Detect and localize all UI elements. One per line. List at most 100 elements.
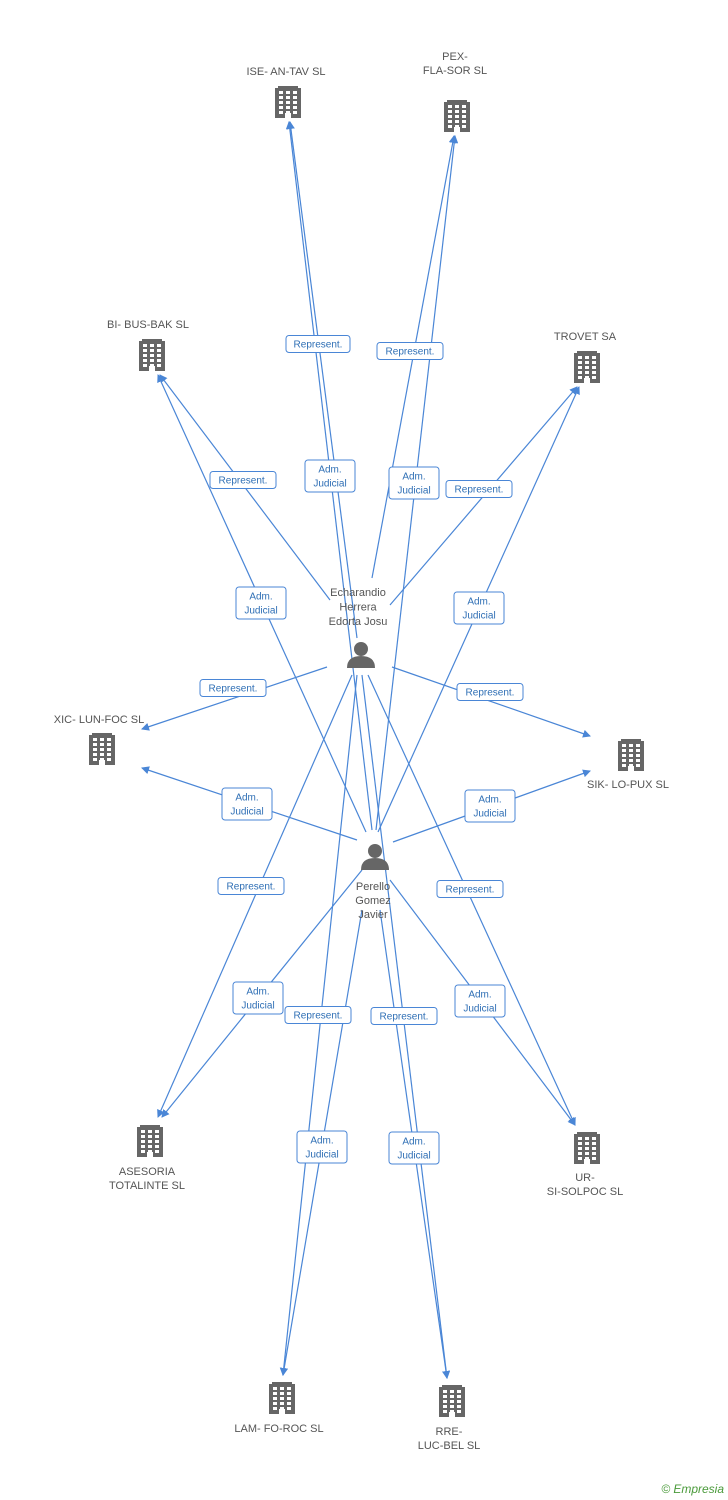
edge-label-text: Judicial [230, 807, 263, 818]
node-label: SI-SOLPOC SL [547, 1186, 623, 1198]
node-company-asesoria[interactable]: ASESORIA TOTALINTE SL [109, 1125, 185, 1192]
node-company-trovet[interactable]: TROVET SA [554, 331, 617, 383]
edge-label-person-perello-to-company-bi[interactable]: Adm. Judicial [235, 586, 287, 620]
edge-label-text: Judicial [244, 606, 277, 617]
edge-label-box [453, 591, 505, 625]
node-company-xic[interactable]: XIC- LUN-FOC SL [54, 714, 144, 765]
node-label: FLA-SOR SL [423, 65, 487, 77]
edge-label-text: Judicial [462, 611, 495, 622]
edge-label-text: Judicial [397, 1151, 430, 1162]
node-company-ise[interactable]: ISE- AN-TAV SL [246, 66, 326, 118]
edge-label-text: Represent. [209, 684, 258, 695]
edge-label-box [464, 789, 516, 823]
edge-label-person-perello-to-company-ur[interactable]: Adm.Judicial [454, 984, 506, 1018]
building-icon [89, 733, 115, 765]
building-icon [574, 351, 600, 383]
node-label: LUC-BEL SL [418, 1440, 481, 1452]
node-label: UR- [575, 1172, 595, 1184]
edge-label-person-perello-to-company-asesoria[interactable]: Adm.Judicial [232, 981, 284, 1015]
footer-brand[interactable]: ©Empresia [661, 1482, 724, 1496]
person-icon [361, 844, 389, 870]
edge-label-person-echarandio-to-company-ur[interactable]: Represent. [436, 880, 504, 898]
edge-label-box [445, 480, 513, 498]
edge-label-text: Adm. [310, 1136, 333, 1147]
node-company-sik[interactable]: SIK- LO-PUX SL [587, 739, 669, 791]
edge-label-box [436, 880, 504, 898]
edge-label-text: Adm. [468, 990, 491, 1001]
node-label: Edorta Josu [329, 616, 388, 628]
node-company-pex[interactable]: PEX-FLA-SOR SL [423, 51, 487, 132]
edge-label-text: Represent. [455, 485, 504, 496]
edge-label-person-echarandio-to-company-xic[interactable]: Represent. [199, 679, 267, 697]
node-label: Gomez [355, 895, 390, 907]
edge-label-person-echarandio-to-company-sik[interactable]: Represent. [456, 683, 524, 701]
edge-label-person-perello-to-company-lam[interactable]: Represent. [284, 1006, 352, 1024]
edge-person-echarandio-to-company-rre [361, 674, 451, 1379]
edge-label-box [232, 981, 284, 1015]
building-icon [275, 86, 301, 118]
edge-person-echarandio-to-company-xic [141, 666, 328, 731]
edge-label-person-echarandio-to-company-lam[interactable]: Adm. Judicial [296, 1130, 348, 1164]
edge-label-person-echarandio-to-company-asesoria[interactable]: Represent. [217, 877, 285, 895]
edge-label-person-perello-to-company-xic[interactable]: Adm. Judicial [221, 787, 273, 821]
edge-person-echarandio-to-company-lam [279, 674, 358, 1376]
building-icon [618, 739, 644, 771]
edge-label-box [221, 787, 273, 821]
edge-label-box [217, 877, 285, 895]
edge-label-text: Represent. [227, 882, 276, 893]
node-company-rre[interactable]: RRE- LUC-BEL SL [418, 1385, 481, 1452]
edge-person-echarandio-to-company-ise [286, 121, 358, 639]
node-label: SIK- LO-PUX SL [587, 779, 669, 791]
node-label: Perello [356, 881, 390, 893]
edge-label-text: Judicial [473, 809, 506, 820]
edge-label-text: Judicial [241, 1001, 274, 1012]
edge-person-echarandio-to-company-asesoria [157, 674, 353, 1118]
edge-label-box [285, 335, 351, 353]
node-label: RRE- [436, 1426, 463, 1438]
edge-label-person-perello-to-company-sik[interactable]: Adm. Judicial [464, 789, 516, 823]
edge-label-box [199, 679, 267, 697]
edge-labels-layer: Represent.Adm.JudicialRepresent.Adm.Judi… [199, 335, 524, 1165]
node-label: ASESORIA [119, 1166, 176, 1178]
edge-label-person-perello-to-company-ise[interactable]: Adm.Judicial [304, 459, 356, 493]
node-company-lam[interactable]: LAM- FO-ROC SL [234, 1382, 324, 1435]
edge-label-text: Represent. [446, 885, 495, 896]
edge-label-box [304, 459, 356, 493]
edge-label-person-perello-to-company-rre[interactable]: Represent. [370, 1007, 438, 1025]
edge-label-person-echarandio-to-company-pex[interactable]: Represent. [376, 342, 444, 360]
edge-label-text: Judicial [305, 1150, 338, 1161]
node-label: Echarandio [330, 587, 386, 599]
node-label: Javier [358, 909, 388, 921]
edge-person-echarandio-to-company-ur [367, 674, 576, 1126]
building-icon [439, 1385, 465, 1417]
edge-label-text: Adm. [249, 592, 272, 603]
person-icon [347, 642, 375, 668]
edge-label-text: Adm. [235, 793, 258, 804]
node-company-bi[interactable]: BI- BUS-BAK SL [107, 319, 189, 371]
edge-label-person-perello-to-company-pex[interactable]: Adm.Judicial [388, 466, 440, 500]
edge-label-text: Adm. [402, 1137, 425, 1148]
edge-label-text: Adm. [402, 472, 425, 483]
edge-label-text: Represent. [219, 476, 268, 487]
edge-label-box [209, 471, 277, 489]
edge-label-person-echarandio-to-company-bi[interactable]: Represent. [209, 471, 277, 489]
edge-label-box [456, 683, 524, 701]
node-label: TOTALINTE SL [109, 1180, 185, 1192]
edge-label-text: Adm. [478, 795, 501, 806]
edge-label-text: Represent. [380, 1012, 429, 1023]
edge-label-text: Adm. [467, 597, 490, 608]
edge-label-text: Represent. [294, 340, 343, 351]
edge-label-person-echarandio-to-company-rre[interactable]: Adm. Judicial [388, 1131, 440, 1165]
edge-label-text: Adm. [318, 465, 341, 476]
edge-label-person-echarandio-to-company-trovet[interactable]: Represent. [445, 480, 513, 498]
edge-label-person-perello-to-company-trovet[interactable]: Adm. Judicial [453, 591, 505, 625]
copyright-symbol: © [661, 1482, 671, 1496]
edge-label-box [376, 342, 444, 360]
edge-label-box [388, 1131, 440, 1165]
edge-label-person-echarandio-to-company-ise[interactable]: Represent. [285, 335, 351, 353]
building-icon [444, 100, 470, 132]
node-company-ur[interactable]: UR- SI-SOLPOC SL [547, 1132, 623, 1198]
